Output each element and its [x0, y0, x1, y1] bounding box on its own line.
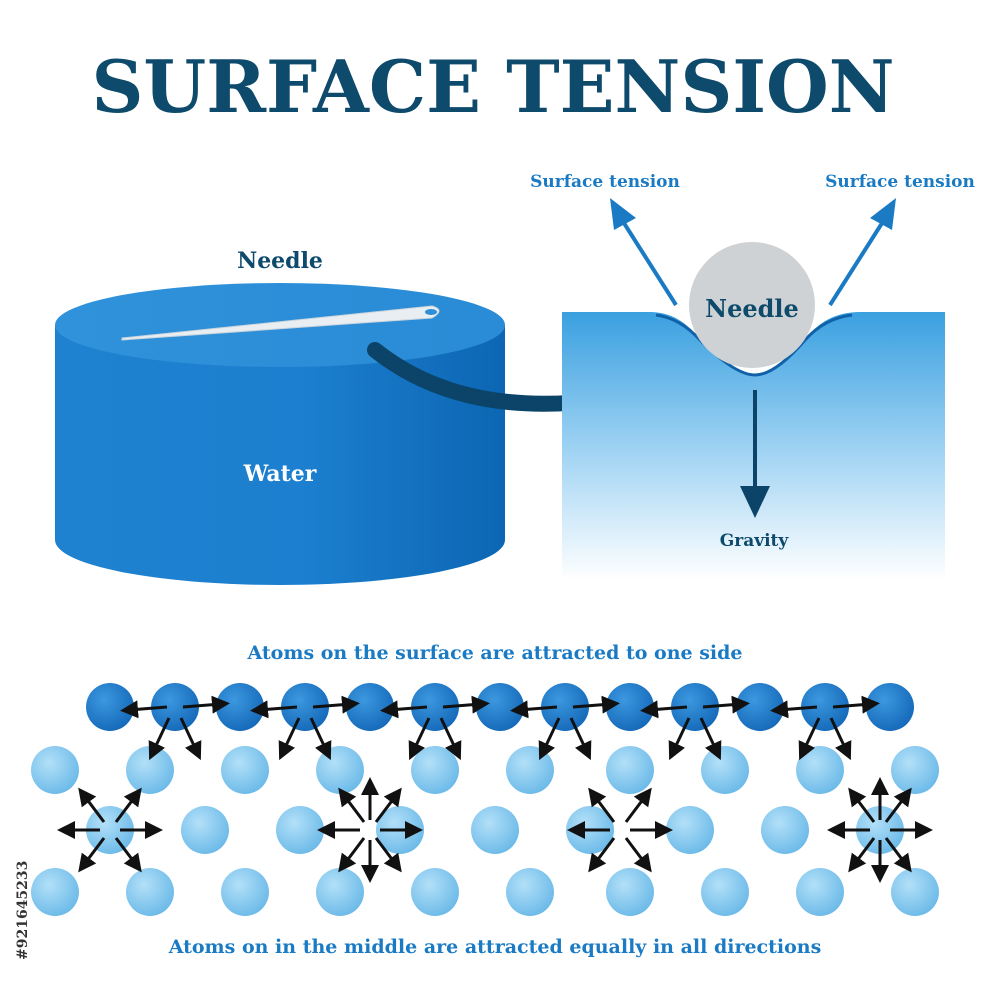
- middle-atom: [606, 746, 654, 794]
- force-arrow: [569, 717, 592, 761]
- middle-atom: [506, 746, 554, 794]
- force-arrow: [770, 700, 818, 719]
- force-arrow: [278, 717, 301, 761]
- force-arrow: [182, 695, 230, 714]
- force-arrow: [588, 837, 616, 873]
- force-arrow: [640, 700, 688, 719]
- middle-atom: [701, 868, 749, 916]
- force-arrow: [884, 787, 912, 823]
- middle-atom: [181, 806, 229, 854]
- force-arrow: [338, 837, 366, 873]
- middle-atom: [701, 746, 749, 794]
- force-arrow: [374, 787, 402, 823]
- middle-atom: [31, 746, 79, 794]
- surface-tension-arrow-left: [610, 198, 678, 307]
- surface-atom: [671, 683, 719, 731]
- surface-tension-label-left: Surface tension: [530, 172, 680, 192]
- force-arrow: [374, 837, 402, 873]
- needle-cross-section: [689, 242, 815, 368]
- middle-atom: [666, 806, 714, 854]
- force-arrow: [442, 695, 490, 714]
- force-arrow: [179, 717, 202, 761]
- middle-atom: [761, 806, 809, 854]
- surface-atom: [346, 683, 394, 731]
- surface-atom: [736, 683, 784, 731]
- surface-atom: [86, 683, 134, 731]
- force-arrow: [114, 787, 142, 823]
- image-id: #921645233: [15, 861, 31, 960]
- middle-atom: [316, 746, 364, 794]
- force-arrow: [668, 717, 691, 761]
- force-arrow: [848, 837, 876, 873]
- surface-atoms-caption: Atoms on the surface are attracted to on…: [246, 642, 742, 664]
- surface-atom: [216, 683, 264, 731]
- middle-atom: [411, 868, 459, 916]
- force-arrow: [588, 787, 616, 823]
- force-arrow: [624, 837, 652, 873]
- force-arrow: [572, 695, 620, 714]
- surface-atom: [606, 683, 654, 731]
- needle-icon: [121, 305, 440, 341]
- middle-atom: [856, 806, 904, 854]
- force-arrow: [798, 717, 821, 761]
- middle-atom: [891, 746, 939, 794]
- force-arrow: [338, 787, 366, 823]
- force-arrow: [832, 695, 880, 714]
- force-arrow: [439, 717, 462, 761]
- force-arrow: [624, 787, 652, 823]
- middle-atom: [126, 746, 174, 794]
- middle-atom: [506, 868, 554, 916]
- middle-atom: [796, 868, 844, 916]
- force-arrow: [848, 787, 876, 823]
- force-arrow: [148, 717, 171, 761]
- middle-atom: [471, 806, 519, 854]
- middle-atoms-caption: Atoms on in the middle are attracted equ…: [168, 936, 822, 958]
- force-arrow: [538, 717, 561, 761]
- force-arrow: [120, 700, 168, 719]
- force-arrow: [312, 695, 360, 714]
- force-arrow: [380, 700, 428, 719]
- surface-atom: [281, 683, 329, 731]
- force-arrow: [699, 717, 722, 761]
- surface-atom: [411, 683, 459, 731]
- middle-atom: [126, 868, 174, 916]
- middle-atom: [891, 868, 939, 916]
- attraction-arrows: [57, 695, 933, 883]
- force-arrow: [829, 717, 852, 761]
- needle-label: Needle: [237, 248, 323, 274]
- middle-atom: [86, 806, 134, 854]
- middle-atom: [316, 868, 364, 916]
- middle-atom: [221, 746, 269, 794]
- gravity-arrow: [740, 390, 770, 518]
- middle-atom: [796, 746, 844, 794]
- force-arrow: [114, 837, 142, 873]
- surface-atom: [476, 683, 524, 731]
- middle-atom: [276, 806, 324, 854]
- surface-atom: [541, 683, 589, 731]
- force-arrow: [408, 717, 431, 761]
- surface-atoms: [86, 683, 914, 731]
- middle-atom: [31, 868, 79, 916]
- surface-tension-arrow-right: [828, 198, 896, 307]
- water-label: Water: [243, 461, 317, 487]
- middle-atom: [411, 746, 459, 794]
- gravity-label: Gravity: [720, 531, 790, 551]
- middle-atom: [606, 868, 654, 916]
- force-arrow: [309, 717, 332, 761]
- surface-atom: [801, 683, 849, 731]
- needle-closeup-label: Needle: [705, 294, 799, 323]
- middle-atom: [221, 868, 269, 916]
- surface-atom: [151, 683, 199, 731]
- force-arrow: [78, 787, 106, 823]
- force-arrow: [78, 837, 106, 873]
- page-title: SURFACE TENSION: [91, 44, 894, 129]
- surface-atom: [866, 683, 914, 731]
- middle-atoms: [31, 746, 939, 916]
- force-arrow: [884, 837, 912, 873]
- force-arrow: [510, 700, 558, 719]
- force-arrow: [250, 700, 298, 719]
- force-arrow: [702, 695, 750, 714]
- surface-tension-label-right: Surface tension: [825, 172, 975, 192]
